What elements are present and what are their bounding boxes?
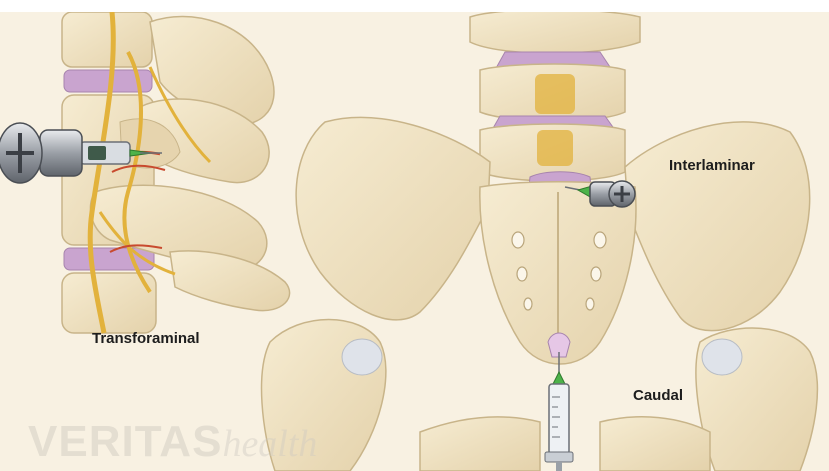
anatomy-artwork — [0, 12, 829, 471]
spinous-process — [170, 251, 290, 311]
intervertebral-disc — [64, 248, 154, 270]
left-iliac-wing — [296, 118, 490, 320]
illustration-panel: Transforaminal Interlaminar Caudal VERIT… — [0, 12, 829, 471]
watermark-sub: health — [222, 423, 317, 465]
caudal-label: Caudal — [633, 387, 683, 404]
spinal-canal — [535, 74, 575, 114]
watermark-brand: VERITAS — [28, 417, 222, 466]
spinal-canal — [537, 130, 573, 166]
interlaminar-label: Interlaminar — [669, 157, 755, 174]
caudal-syringe — [545, 352, 573, 471]
left-femoral-head — [342, 339, 382, 375]
posterior-pelvis — [262, 12, 818, 471]
right-femoral-head — [702, 339, 742, 375]
lumbar-vertebra — [470, 12, 640, 53]
pubis — [420, 417, 540, 471]
transforaminal-label: Transforaminal — [92, 330, 200, 347]
pubis — [600, 417, 710, 471]
lateral-spine — [0, 12, 290, 333]
vertebral-body — [62, 12, 152, 67]
veritas-health-watermark: VERITAShealth — [28, 417, 317, 467]
right-iliac-wing — [625, 122, 810, 331]
